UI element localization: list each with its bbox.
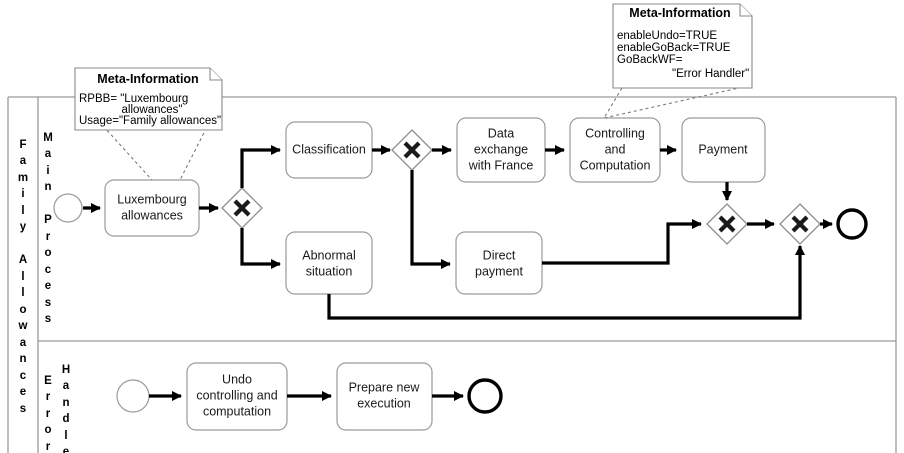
- lane-label-error-text: E r r o r: [44, 374, 52, 453]
- note-controlling-line1: enableUndo=TRUE: [617, 30, 717, 42]
- task-payment[interactable]: Payment: [681, 117, 766, 183]
- task-abnormal-label-line2: situation: [306, 264, 353, 278]
- pool-label-family-allowances: F a m i l y A l l o w a n c e s: [15, 120, 31, 417]
- task-data-exchange-with-france[interactable]: Data exchange with France: [456, 117, 546, 183]
- note-luxembourg-line1: RPBB= "Luxembourg: [79, 93, 188, 105]
- end-event-main[interactable]: [836, 208, 868, 240]
- task-controlling-and-computation[interactable]: Controlling and Computation: [569, 117, 661, 183]
- lane-label-handler-text: H a n d l e r: [61, 363, 71, 453]
- flow-gateway1-to-abnormal: [240, 228, 282, 270]
- task-undo-label-line3: computation: [203, 404, 271, 418]
- end-event-error-handler[interactable]: [467, 378, 503, 414]
- note-luxembourg-title: Meta-Information: [97, 72, 198, 86]
- task-undo-controlling-and-computation[interactable]: Undo controlling and computation: [186, 362, 288, 431]
- flow-gateway1-to-classification: [240, 144, 282, 188]
- gateway-merge-2[interactable]: [779, 203, 821, 245]
- note-controlling-line3: GoBackWF=: [617, 54, 683, 66]
- gateway-merge-1[interactable]: [706, 203, 748, 245]
- association-note-controlling-left: [603, 87, 623, 119]
- task-luxembourg-label-line1: Luxembourg: [117, 192, 187, 206]
- task-prepare-label-line1: Prepare new: [349, 380, 421, 394]
- task-abnormal-label-line1: Abnormal: [302, 248, 356, 262]
- task-prepare-label-line2: execution: [357, 396, 411, 410]
- task-direct-payment-label-line1: Direct: [483, 248, 516, 262]
- note-luxembourg-line3: Usage="Family allowances": [79, 115, 221, 127]
- lane-label-error-handler-col1: E r r o r: [40, 356, 56, 453]
- task-data-exchange-label-line1: Data: [488, 126, 514, 140]
- note-controlling-line4: "Error Handler": [672, 68, 749, 80]
- note-controlling-line2: enableGoBack=TRUE: [617, 42, 731, 54]
- task-payment-label: Payment: [698, 142, 748, 156]
- task-classification-label: Classification: [292, 142, 366, 156]
- task-classification[interactable]: Classification: [285, 121, 373, 179]
- task-luxembourg-label-line2: allowances: [121, 208, 183, 222]
- gateway-split-2[interactable]: [391, 129, 433, 171]
- note-luxembourg-line2: allowances": [122, 104, 183, 116]
- task-data-exchange-label-line2: exchange: [474, 142, 528, 156]
- flow-gateway2-to-direct-payment: [410, 170, 452, 270]
- task-undo-label-line1: Undo: [222, 372, 252, 386]
- task-data-exchange-label-line3: with France: [468, 158, 534, 172]
- task-abnormal-situation[interactable]: Abnormal situation: [285, 231, 373, 295]
- association-note-controlling-right: [603, 85, 749, 119]
- task-controlling-label-line2: and: [605, 142, 626, 156]
- annotation-note-controlling: Meta-Information enableUndo=TRUE enableG…: [603, 3, 753, 119]
- start-event-error-handler[interactable]: [116, 379, 150, 413]
- flow-direct-payment-to-merge1: [542, 218, 703, 265]
- lane-label-main-process-text: M a i n P r o c e s s: [43, 131, 53, 326]
- start-event-main[interactable]: [53, 193, 83, 223]
- gateway-split-1[interactable]: [221, 187, 263, 229]
- task-direct-payment-label-line2: payment: [475, 264, 523, 278]
- task-controlling-label-line3: Computation: [580, 158, 651, 172]
- task-undo-label-line2: controlling and: [196, 388, 277, 402]
- task-luxembourg-allowances[interactable]: Luxembourg allowances: [104, 179, 200, 237]
- lane-label-main-process: M a i n P r o c e s s: [40, 113, 56, 328]
- note-controlling-title: Meta-Information: [629, 6, 730, 20]
- task-prepare-new-execution[interactable]: Prepare new execution: [336, 362, 433, 431]
- task-controlling-label-line1: Controlling: [585, 126, 645, 140]
- task-direct-payment[interactable]: Direct payment: [455, 231, 543, 295]
- annotation-note-luxembourg: Meta-Information RPBB= "Luxembourg allow…: [74, 67, 223, 181]
- flow-abnormal-to-merge2: [327, 244, 806, 320]
- lane-label-error-handler-col2: H a n d l e r: [58, 345, 74, 453]
- pool-label-text: F a m i l y A l l o w a n c e s: [17, 138, 29, 415]
